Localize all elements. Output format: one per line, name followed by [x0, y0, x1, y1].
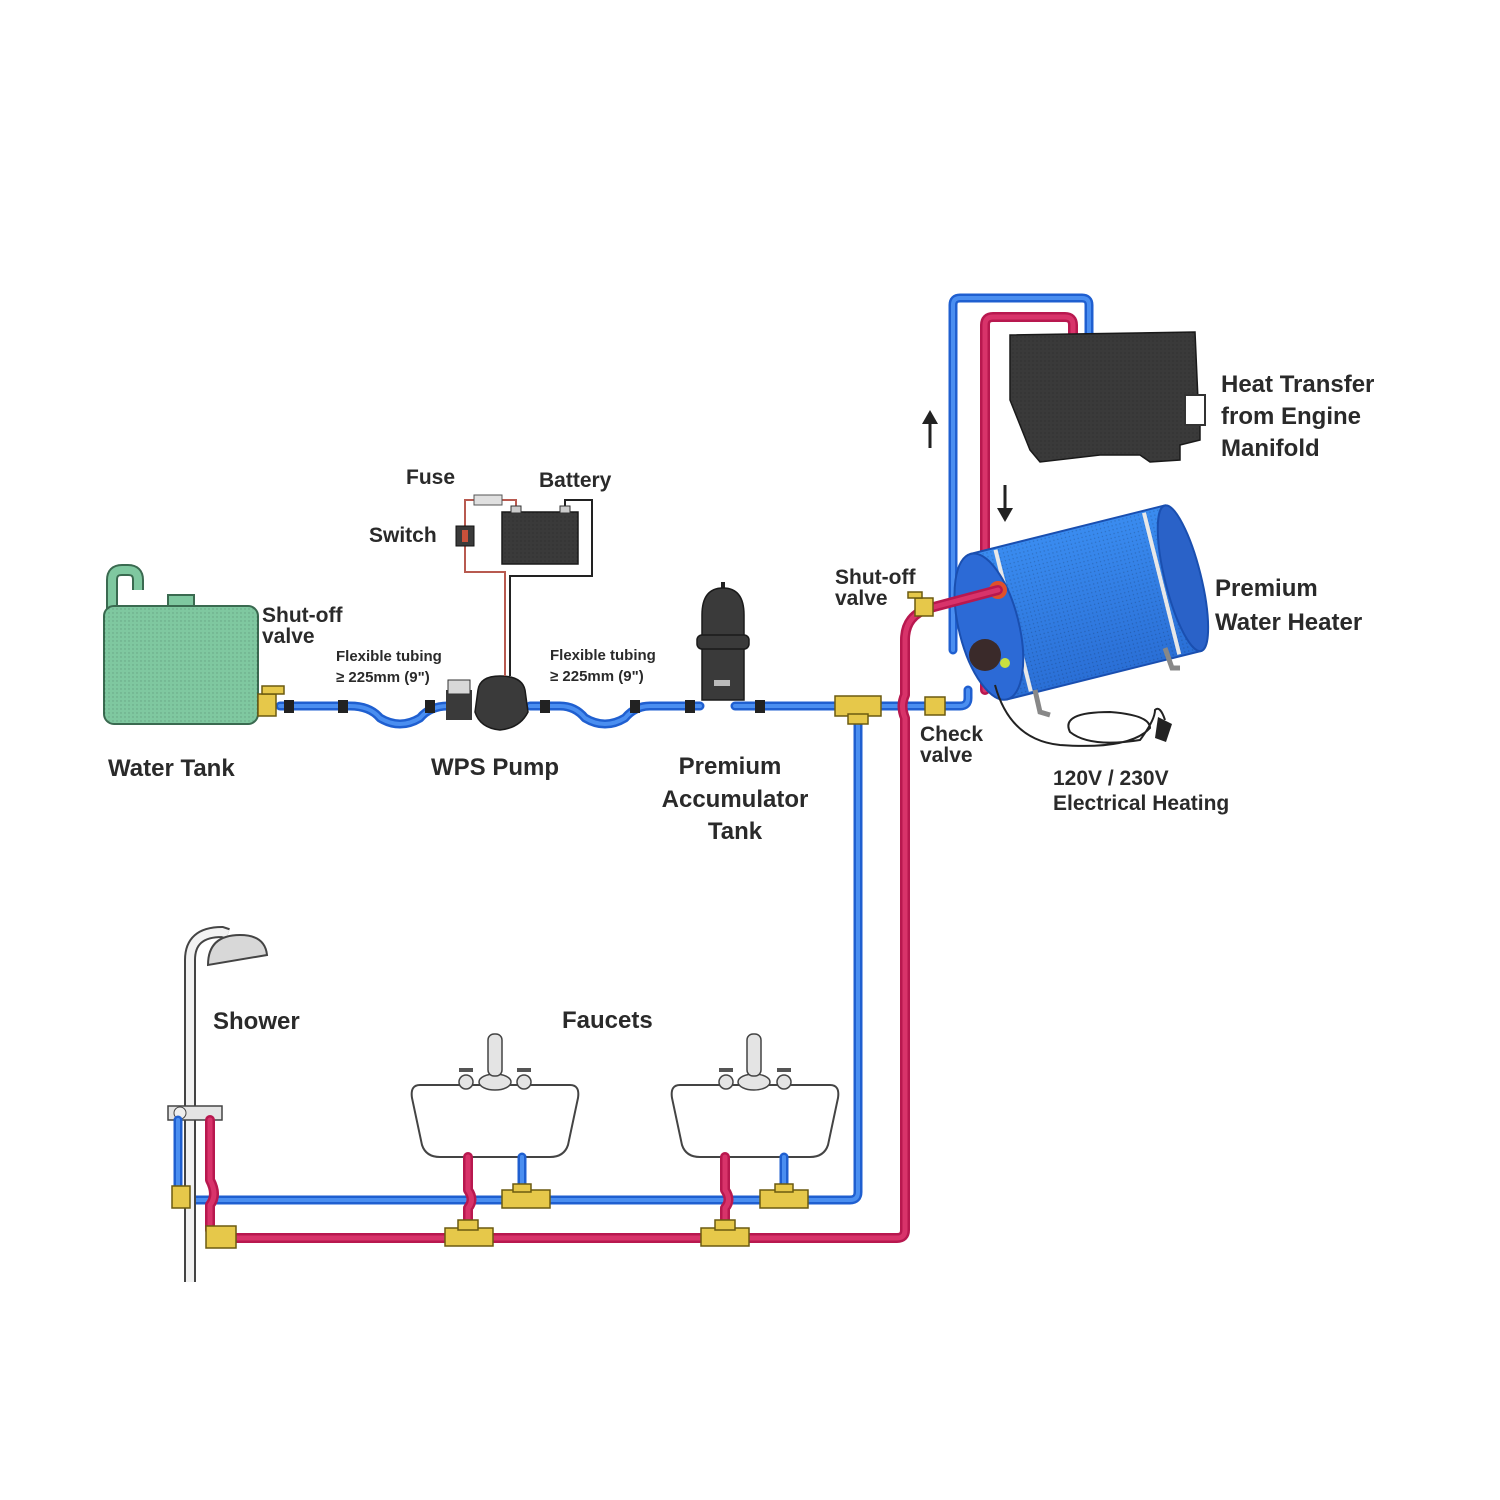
- tubing-couplings: [284, 700, 765, 713]
- heater-valve-label-1: Shut-off: [835, 566, 916, 589]
- tubing-right-label-1: Flexible tubing: [550, 647, 656, 664]
- heater-shutoff-valve[interactable]: [907, 591, 934, 617]
- accumulator-label-1: Premium: [679, 753, 782, 780]
- shower-label: Shower: [213, 1008, 300, 1035]
- accumulator-tank: [696, 582, 750, 701]
- check-valve[interactable]: [924, 696, 946, 716]
- check-valve-label-2: valve: [920, 744, 973, 767]
- tee-fitting-leg: [847, 713, 869, 725]
- engine-label-1: Heat Transfer: [1221, 371, 1374, 398]
- accumulator-label-2: Accumulator: [662, 786, 809, 813]
- main-hot-line: [210, 585, 1003, 1243]
- engine-label-2: from Engine: [1221, 403, 1361, 430]
- tap-handle-icon[interactable]: [517, 1068, 531, 1072]
- faucet-2: [670, 1033, 840, 1247]
- electrical-label-1: 120V / 230V: [1053, 767, 1169, 790]
- shower-head-icon: [206, 933, 269, 967]
- water-heater: [953, 504, 1210, 718]
- fuse-label: Fuse: [406, 466, 455, 489]
- tubing-left-label-2: ≥ 225mm (9"): [336, 669, 430, 686]
- heater-label-2: Water Heater: [1215, 609, 1362, 636]
- electrical-label-2: Electrical Heating: [1053, 792, 1229, 815]
- engine-label-3: Manifold: [1221, 435, 1320, 462]
- tubing-right-label-2: ≥ 225mm (9"): [550, 668, 644, 685]
- tank-valve-label-1: Shut-off: [262, 604, 343, 627]
- wps-pump: [446, 675, 529, 731]
- engine-manifold: [1009, 331, 1206, 463]
- spout-icon: [487, 1033, 503, 1077]
- tap-handle-icon[interactable]: [719, 1068, 733, 1072]
- up-arrow: [922, 410, 938, 448]
- main-cold-line: [190, 685, 973, 1205]
- pump-label: WPS Pump: [431, 754, 559, 781]
- tap-handle-icon[interactable]: [459, 1068, 473, 1072]
- electrical-circuit: [455, 494, 593, 676]
- tank-shutoff-valve[interactable]: [257, 685, 285, 717]
- tank-valve-label-2: valve: [262, 625, 315, 648]
- switch-label: Switch: [369, 524, 437, 547]
- heater-valve-label-2: valve: [835, 587, 888, 610]
- faucet-1: [410, 1033, 580, 1247]
- shower: [167, 925, 269, 1282]
- power-cord: [994, 684, 1172, 747]
- tap-handle-icon[interactable]: [777, 1068, 791, 1072]
- accumulator-label-3: Tank: [708, 818, 763, 845]
- plug-icon: [1155, 717, 1172, 742]
- water-tank-label: Water Tank: [108, 755, 235, 782]
- spout-icon: [746, 1033, 762, 1077]
- faucets-label: Faucets: [562, 1007, 653, 1034]
- fuse-icon: [473, 494, 503, 506]
- tee-fitting: [834, 695, 882, 717]
- water-tank: [103, 564, 259, 725]
- battery-label: Battery: [539, 469, 612, 492]
- engine-loop: [948, 293, 1094, 695]
- check-valve-label-1: Check: [920, 723, 983, 746]
- down-arrow: [997, 485, 1013, 522]
- tubing-left-label-1: Flexible tubing: [336, 648, 442, 665]
- heater-label-1: Premium: [1215, 575, 1318, 602]
